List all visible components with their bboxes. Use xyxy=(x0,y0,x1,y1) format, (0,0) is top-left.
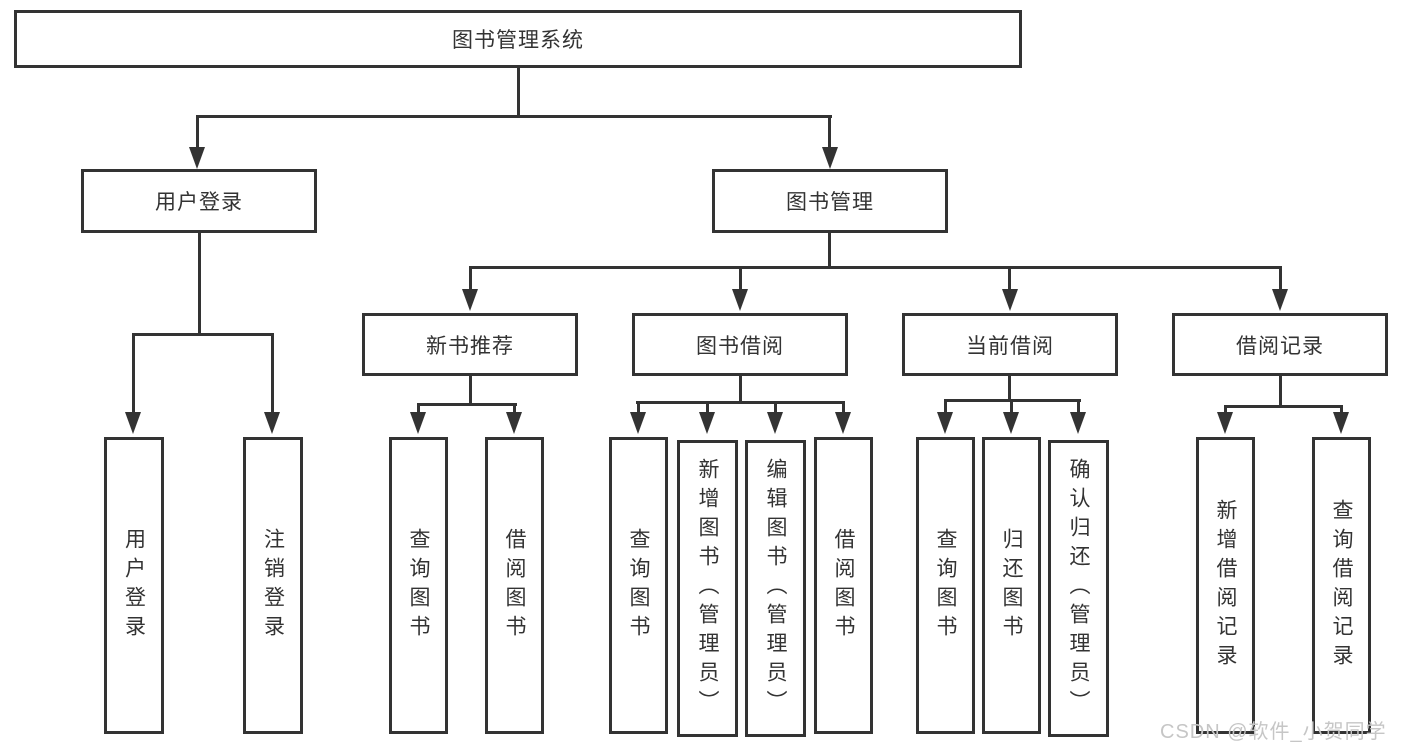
leaf-add-borrow-record: 新增借阅记录 xyxy=(1196,437,1255,734)
connector-book-mgmt-drop-3 xyxy=(1008,266,1011,294)
arrowhead-to-return-books xyxy=(1003,412,1019,434)
leaf-query-borrow-record: 查询借阅记录 xyxy=(1312,437,1371,734)
connector-user-login-drop-2 xyxy=(271,333,274,413)
arrowhead-to-query-books-1 xyxy=(410,412,426,434)
connector-book-borrow-branch xyxy=(636,401,845,404)
leaf-borrow-books-2: 借阅图书 xyxy=(814,437,873,734)
connector-user-login-drop-1 xyxy=(132,333,135,413)
leaf-query-books-2: 查询图书 xyxy=(609,437,668,734)
connector-user-login-vline xyxy=(198,232,201,336)
node-library-management-system: 图书管理系统 xyxy=(14,10,1022,68)
node-new-book-recommend: 新书推荐 xyxy=(362,313,578,376)
leaf-query-books-1: 查询图书 xyxy=(389,437,448,734)
connector-current-borrow-drop-1 xyxy=(944,399,947,417)
leaf-borrow-books-2-label: 借阅图书 xyxy=(832,527,855,644)
connector-current-borrow-vline xyxy=(1008,376,1011,402)
node-book-management: 图书管理 xyxy=(712,169,948,233)
connector-user-login-branch xyxy=(132,333,274,336)
connector-book-borrow-vline xyxy=(739,376,742,404)
node-user-login: 用户登录 xyxy=(81,169,317,233)
arrowhead-to-borrow-books-1 xyxy=(506,412,522,434)
leaf-logout: 注销登录 xyxy=(243,437,303,734)
node-library-management-system-label: 图书管理系统 xyxy=(452,29,584,52)
arrowhead-to-book-borrow xyxy=(732,289,748,311)
connector-book-borrow-drop-3 xyxy=(774,401,777,417)
arrowhead-to-edit-books xyxy=(767,412,783,434)
arrowhead-to-user-login xyxy=(189,147,205,169)
csdn-watermark: CSDN @软件_小贺同学 xyxy=(1160,721,1387,743)
connector-current-borrow-drop-3 xyxy=(1077,399,1080,417)
connector-root-drop-left xyxy=(196,115,199,155)
arrowhead-to-leaf-user-login xyxy=(125,412,141,434)
arrowhead-to-borrow-books-2 xyxy=(835,412,851,434)
leaf-confirm-return-admin: 确认归还（管理员） xyxy=(1048,440,1109,737)
node-new-book-recommend-label: 新书推荐 xyxy=(426,334,514,358)
leaf-query-borrow-record-label: 查询借阅记录 xyxy=(1330,498,1353,673)
leaf-borrow-books-1: 借阅图书 xyxy=(485,437,544,734)
arrowhead-to-book-management xyxy=(822,147,838,169)
leaf-query-books-3-label: 查询图书 xyxy=(934,527,957,644)
connector-current-borrow-drop-2 xyxy=(1010,399,1013,417)
leaf-borrow-books-1-label: 借阅图书 xyxy=(503,527,526,644)
node-user-login-label: 用户登录 xyxy=(155,191,243,214)
leaf-edit-books-admin-label: 编辑图书（管理员） xyxy=(764,458,787,719)
connector-borrow-record-drop-2 xyxy=(1340,405,1343,417)
leaf-add-books-admin-label: 新增图书（管理员） xyxy=(696,458,719,719)
leaf-return-books: 归还图书 xyxy=(982,437,1041,734)
leaf-add-borrow-record-label: 新增借阅记录 xyxy=(1214,498,1237,673)
leaf-edit-books-admin: 编辑图书（管理员） xyxy=(745,440,806,737)
leaf-query-books-2-label: 查询图书 xyxy=(627,527,650,644)
arrowhead-to-add-borrow-record xyxy=(1217,412,1233,434)
connector-book-mgmt-drop-1 xyxy=(469,266,472,294)
connector-book-mgmt-vline xyxy=(828,233,831,269)
leaf-user-login-label: 用户登录 xyxy=(122,527,146,644)
connector-book-mgmt-drop-4 xyxy=(1279,266,1282,294)
connector-book-mgmt-drop-2 xyxy=(739,266,742,294)
arrowhead-to-query-borrow-record xyxy=(1333,412,1349,434)
connector-book-borrow-drop-4 xyxy=(842,401,845,417)
node-current-borrow: 当前借阅 xyxy=(902,313,1118,376)
arrowhead-to-confirm-return xyxy=(1070,412,1086,434)
leaf-add-books-admin: 新增图书（管理员） xyxy=(677,440,738,737)
connector-new-book-vline xyxy=(469,376,472,406)
connector-new-book-branch xyxy=(417,403,517,406)
arrowhead-to-add-books xyxy=(699,412,715,434)
arrowhead-to-current-borrow xyxy=(1002,289,1018,311)
connector-root-vline xyxy=(517,67,520,117)
leaf-confirm-return-admin-label: 确认归还（管理员） xyxy=(1067,458,1090,719)
leaf-logout-label: 注销登录 xyxy=(261,527,285,644)
node-current-borrow-label: 当前借阅 xyxy=(966,334,1054,358)
connector-root-drop-right xyxy=(828,115,831,155)
arrowhead-to-query-books-2 xyxy=(630,412,646,434)
arrowhead-to-query-books-3 xyxy=(937,412,953,434)
connector-root-branch xyxy=(196,115,832,118)
arrowhead-to-leaf-logout xyxy=(264,412,280,434)
connector-book-borrow-drop-1 xyxy=(637,401,640,417)
node-borrow-record: 借阅记录 xyxy=(1172,313,1388,376)
leaf-query-books-1-label: 查询图书 xyxy=(407,527,430,644)
arrowhead-to-borrow-record xyxy=(1272,289,1288,311)
connector-borrow-record-vline xyxy=(1279,376,1282,408)
connector-borrow-record-branch xyxy=(1224,405,1343,408)
node-book-borrow-label: 图书借阅 xyxy=(696,334,784,358)
leaf-query-books-3: 查询图书 xyxy=(916,437,975,734)
node-borrow-record-label: 借阅记录 xyxy=(1236,334,1324,358)
connector-borrow-record-drop-1 xyxy=(1224,405,1227,417)
node-book-borrow: 图书借阅 xyxy=(632,313,848,376)
node-book-management-label: 图书管理 xyxy=(786,191,874,214)
leaf-user-login: 用户登录 xyxy=(104,437,164,734)
leaf-return-books-label: 归还图书 xyxy=(1000,527,1023,644)
connector-book-borrow-drop-2 xyxy=(706,401,709,417)
connector-book-mgmt-branch xyxy=(469,266,1282,269)
arrowhead-to-new-book-recommend xyxy=(462,289,478,311)
